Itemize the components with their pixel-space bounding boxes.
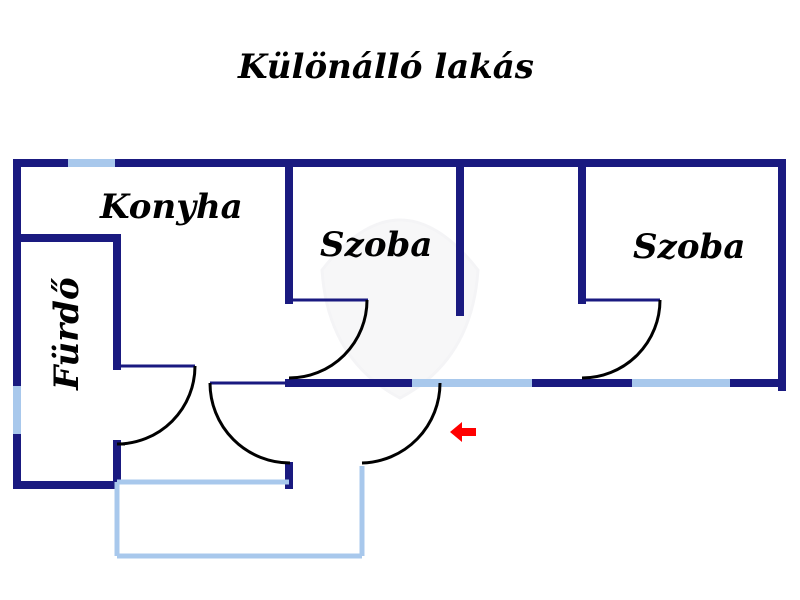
door-right-room — [581, 299, 662, 380]
room-label-konyha: Konyha — [99, 187, 243, 227]
doors — [116, 299, 662, 465]
terrace-outline — [114, 466, 365, 559]
door-entrance-right — [361, 382, 442, 465]
arrow-left-icon — [450, 422, 476, 442]
plan-title: Különálló lakás — [237, 47, 534, 87]
windows — [13, 159, 730, 434]
room-label-furdo: Fürdő — [47, 277, 87, 391]
room-label-szoba-middle: Szoba — [320, 225, 432, 265]
door-middle-room — [288, 299, 369, 380]
door-bathroom — [116, 365, 197, 446]
room-label-szoba-right: Szoba — [633, 227, 745, 267]
door-entrance-left — [208, 382, 291, 465]
shield-watermark-icon — [320, 218, 480, 400]
